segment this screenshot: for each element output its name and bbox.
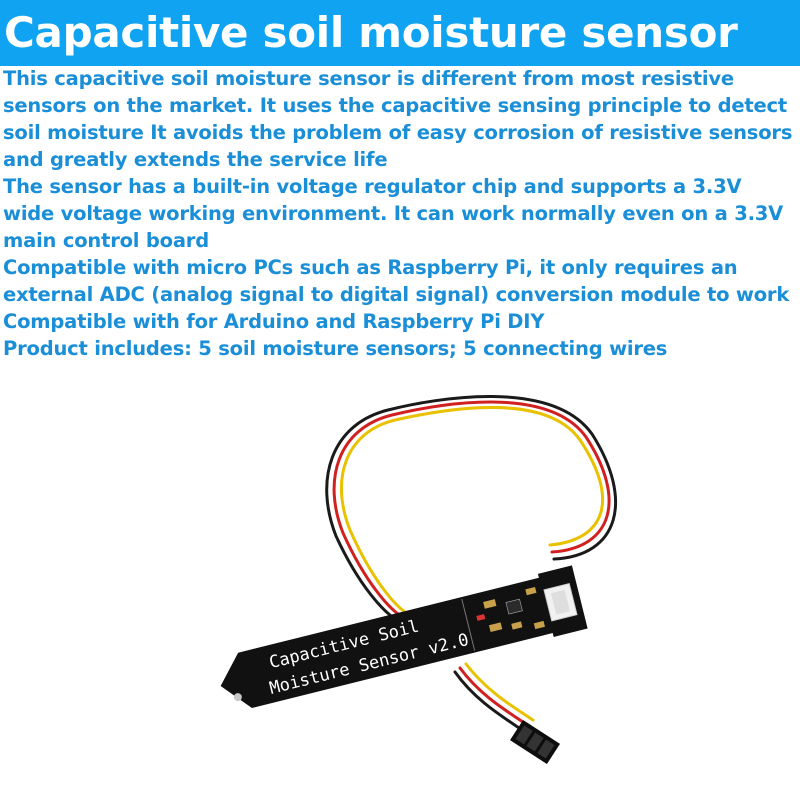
- description-paragraph-3: Compatible with micro PCs such as Raspbe…: [3, 256, 790, 306]
- board-label-line2: Moisture Sensor v2.0: [267, 630, 470, 699]
- dupont-connector-icon: [510, 719, 560, 765]
- sensor-board: Capacitive Soil Moisture Sensor v2.0: [220, 565, 588, 709]
- description-paragraph-2: The sensor has a built-in voltage regula…: [3, 175, 784, 252]
- page-title: Capacitive soil moisture sensor: [0, 0, 800, 66]
- description-paragraph-4: Compatible with for Arduino and Raspberr…: [3, 310, 545, 333]
- description-paragraph-1: This capacitive soil moisture sensor is …: [3, 67, 793, 171]
- description-paragraph-5: Product includes: 5 soil moisture sensor…: [3, 337, 668, 360]
- board-label-line1: Capacitive Soil: [267, 617, 421, 674]
- connecting-wire-cable: [325, 395, 617, 734]
- product-description: This capacitive soil moisture sensor is …: [3, 65, 799, 362]
